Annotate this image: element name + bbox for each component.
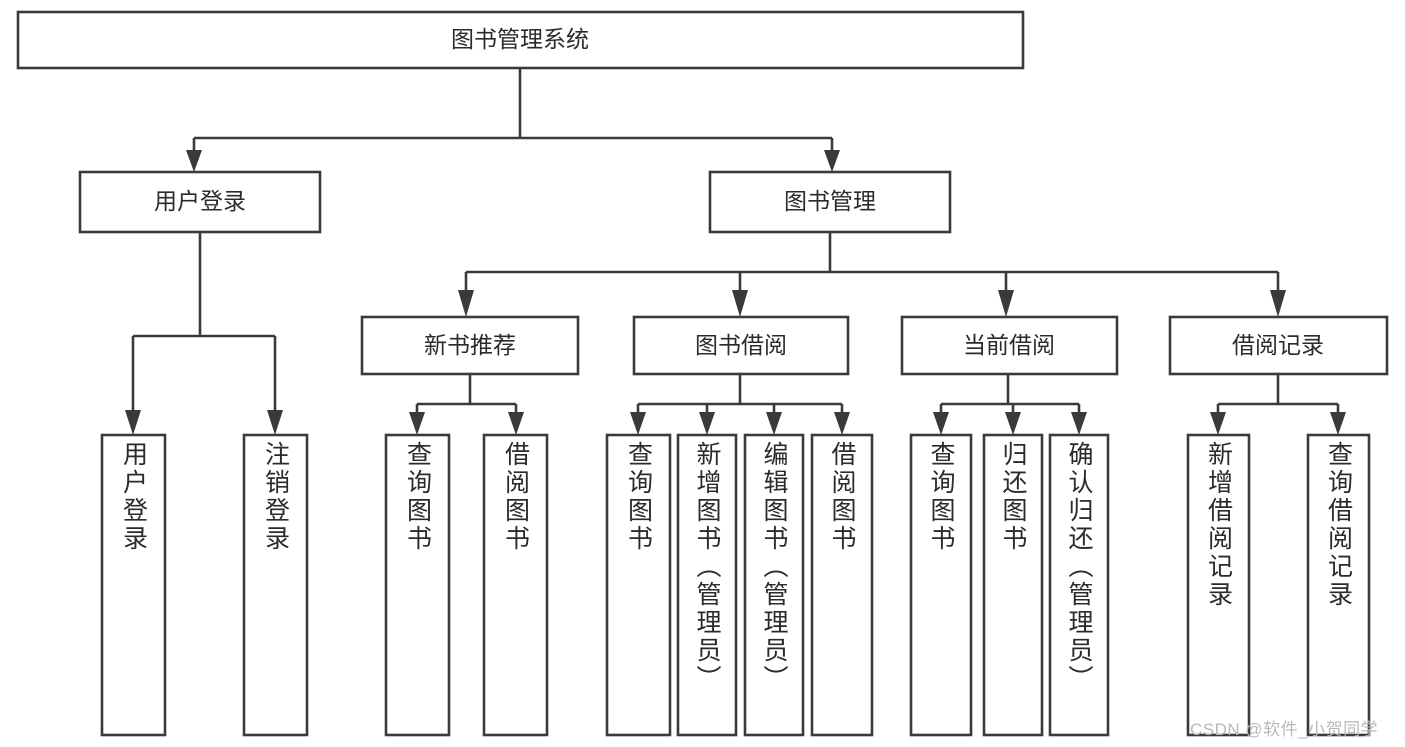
node-new-book-recommend[interactable]: 新书推荐 (360, 315, 580, 376)
leaf-node[interactable] (1186, 433, 1251, 737)
arrow-to-new-book-recommend (458, 290, 474, 317)
leaf-node[interactable] (810, 433, 874, 737)
connector-userlogin-to-leaves (125, 232, 283, 435)
node-user-login[interactable]: 用户登录 (78, 170, 322, 234)
arrow-to-borrow-records (1270, 290, 1286, 317)
arrow-to-book-borrow (732, 290, 748, 317)
leaf-node[interactable] (1306, 433, 1371, 737)
arrow-leaf (766, 412, 782, 435)
leaf-node[interactable] (676, 433, 738, 737)
arrow-leaf (267, 410, 283, 435)
leaf-node[interactable] (605, 433, 672, 737)
arrow-leaf (1005, 412, 1021, 435)
arrow-leaf (1210, 412, 1226, 435)
node-book-management[interactable]: 图书管理 (708, 170, 952, 234)
node-borrow-records-label: 借阅记录 (1232, 332, 1324, 358)
leaf-node[interactable] (482, 433, 549, 737)
node-new-book-recommend-label: 新书推荐 (424, 332, 516, 358)
leaf-node[interactable] (743, 433, 805, 737)
leaf-node[interactable] (909, 433, 973, 737)
leaf-node-group (100, 433, 1371, 737)
watermark: CSDN @软件_小贺同学 (1190, 720, 1379, 739)
connector-bookborrow-to-leaves (630, 374, 850, 435)
arrow-to-book-management (824, 150, 840, 172)
connector-borrowrecords-to-leaves (1210, 374, 1346, 435)
arrow-leaf (508, 412, 524, 435)
arrow-leaf (933, 412, 949, 435)
leaf-node[interactable] (1048, 433, 1110, 737)
node-user-login-label: 用户登录 (154, 188, 246, 214)
arrow-leaf (1330, 412, 1346, 435)
node-borrow-records[interactable]: 借阅记录 (1168, 315, 1389, 376)
connector-currentborrow-to-leaves (933, 374, 1087, 435)
node-current-borrow[interactable]: 当前借阅 (900, 315, 1119, 376)
leaf-node[interactable] (982, 433, 1044, 737)
connector-bookmgmt-to-level3 (458, 232, 1286, 317)
arrow-to-current-borrow (998, 290, 1014, 317)
arrow-to-user-login (186, 150, 202, 172)
arrow-leaf (630, 412, 646, 435)
node-book-management-label: 图书管理 (784, 188, 876, 214)
node-book-borrow[interactable]: 图书借阅 (632, 315, 850, 376)
node-root-label: 图书管理系统 (451, 26, 589, 52)
node-book-borrow-label: 图书借阅 (695, 332, 787, 358)
arrow-leaf (125, 410, 141, 435)
connector-newbook-to-leaves (409, 374, 524, 435)
node-current-borrow-label: 当前借阅 (963, 332, 1055, 358)
connector-root-to-level2 (186, 68, 840, 172)
node-root-book-management-system[interactable]: 图书管理系统 (16, 10, 1025, 70)
arrow-leaf (699, 412, 715, 435)
arrow-leaf (834, 412, 850, 435)
leaf-node[interactable] (384, 433, 451, 737)
arrow-leaf (409, 412, 425, 435)
leaf-node[interactable] (242, 433, 309, 737)
arrow-leaf (1071, 412, 1087, 435)
leaf-node[interactable] (100, 433, 167, 737)
